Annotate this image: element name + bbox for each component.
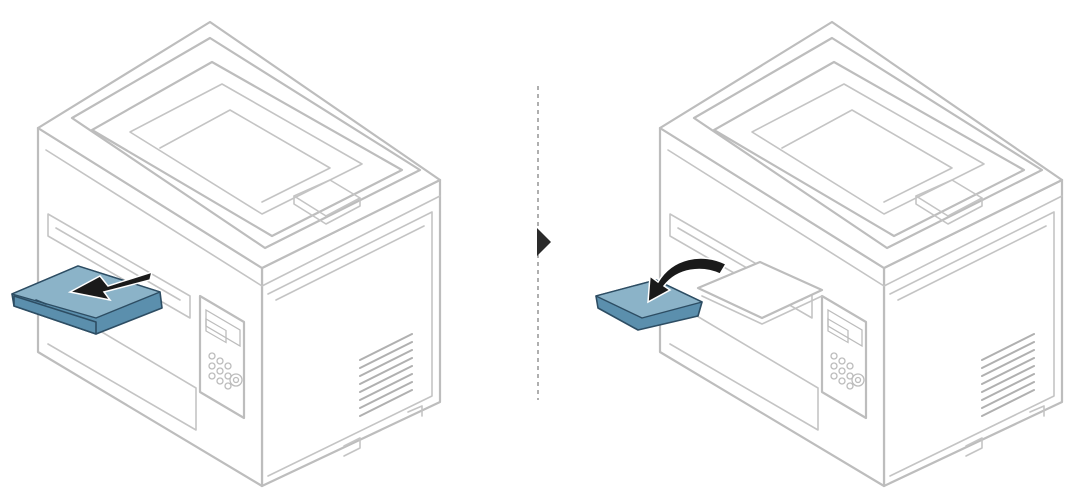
printer-illustration-step-2 — [595, 20, 1064, 488]
pull-arrow-icon — [67, 270, 154, 302]
printer-illustration-step-1 — [11, 20, 442, 488]
next-step-triangle-icon — [537, 228, 551, 256]
curved-arrow-icon — [647, 257, 728, 304]
output-tray-unfolded — [595, 260, 824, 331]
